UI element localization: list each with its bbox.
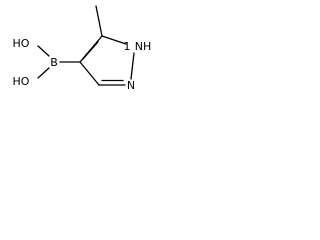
bond-c5-c4-inner	[82, 41, 99, 60]
structure-diagram: B HO HO 1 NH N	[13, 5, 152, 92]
bonds	[37, 5, 135, 86]
bond-boron-oh-top	[37, 45, 50, 57]
atom-labels: B HO HO 1 NH N	[13, 37, 152, 92]
atom-hydroxyl-top: HO	[13, 37, 30, 50]
atom-ring-nh: NH	[135, 40, 152, 53]
bond-n2-n1	[130, 52, 135, 80]
atom-boron: B	[50, 56, 58, 69]
bond-c4-c3	[79, 61, 100, 86]
bond-n1-c5	[101, 35, 127, 45]
atom-ring-n: N	[127, 79, 135, 92]
atom-ring-nh-locant: 1	[124, 40, 131, 53]
bond-boron-oh-bottom	[37, 67, 50, 79]
bond-methyl	[95, 5, 103, 37]
atom-hydroxyl-bottom: HO	[13, 75, 30, 88]
